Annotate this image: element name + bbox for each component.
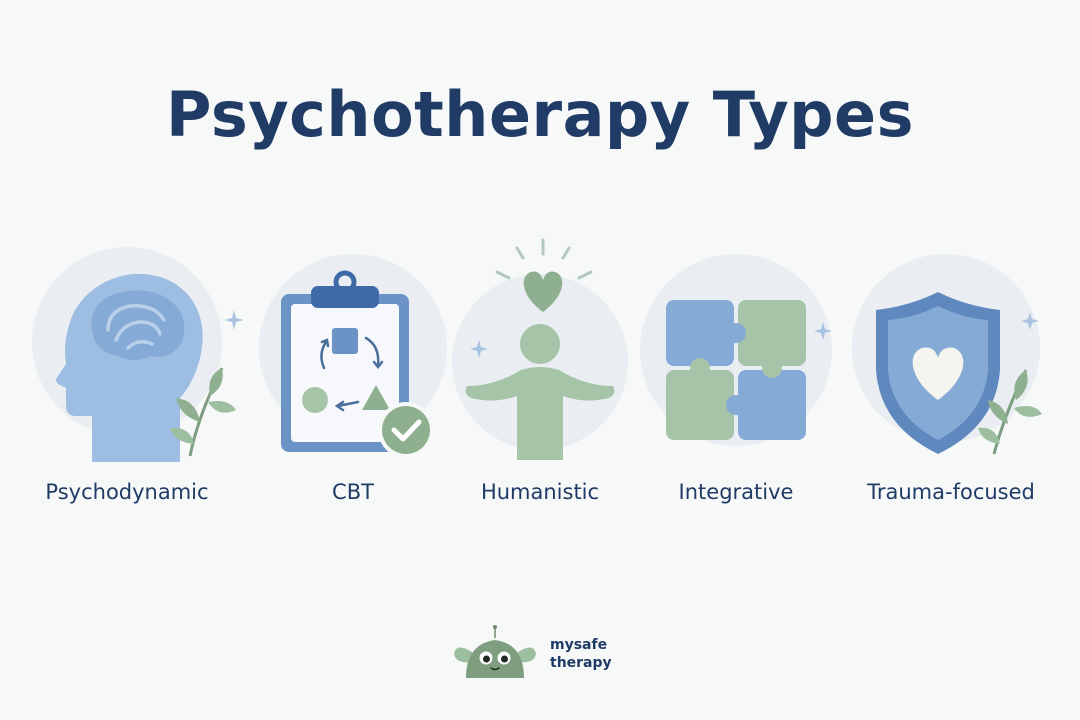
therapy-types-row: Psychodynamic CBT — [0, 230, 1080, 530]
brand-line-2: therapy — [550, 655, 612, 671]
head-brain-icon — [32, 247, 244, 462]
shield-heart-icon — [852, 254, 1042, 455]
card-label: CBT — [332, 480, 374, 504]
page-title: Psychotherapy Types — [166, 78, 914, 151]
card-integrative: Integrative — [631, 230, 841, 530]
card-label: Psychodynamic — [45, 480, 209, 504]
person-heart-icon — [452, 238, 628, 460]
mascot-icon — [454, 625, 536, 678]
card-cbt: CBT — [248, 230, 458, 530]
card-label: Trauma-focused — [867, 480, 1035, 504]
card-label: Integrative — [678, 480, 794, 504]
brand-name: mysafe therapy — [550, 636, 612, 672]
card-psychodynamic: Psychodynamic — [22, 230, 244, 530]
brand-line-1: mysafe — [550, 637, 608, 653]
card-humanistic: Humanistic — [435, 230, 645, 530]
clipboard-cycle-icon — [259, 254, 447, 458]
card-label: Humanistic — [480, 480, 600, 504]
brand-logo: mysafe therapy — [448, 622, 638, 684]
card-trauma-focused: Trauma-focused — [846, 230, 1056, 530]
puzzle-icon — [640, 254, 832, 446]
